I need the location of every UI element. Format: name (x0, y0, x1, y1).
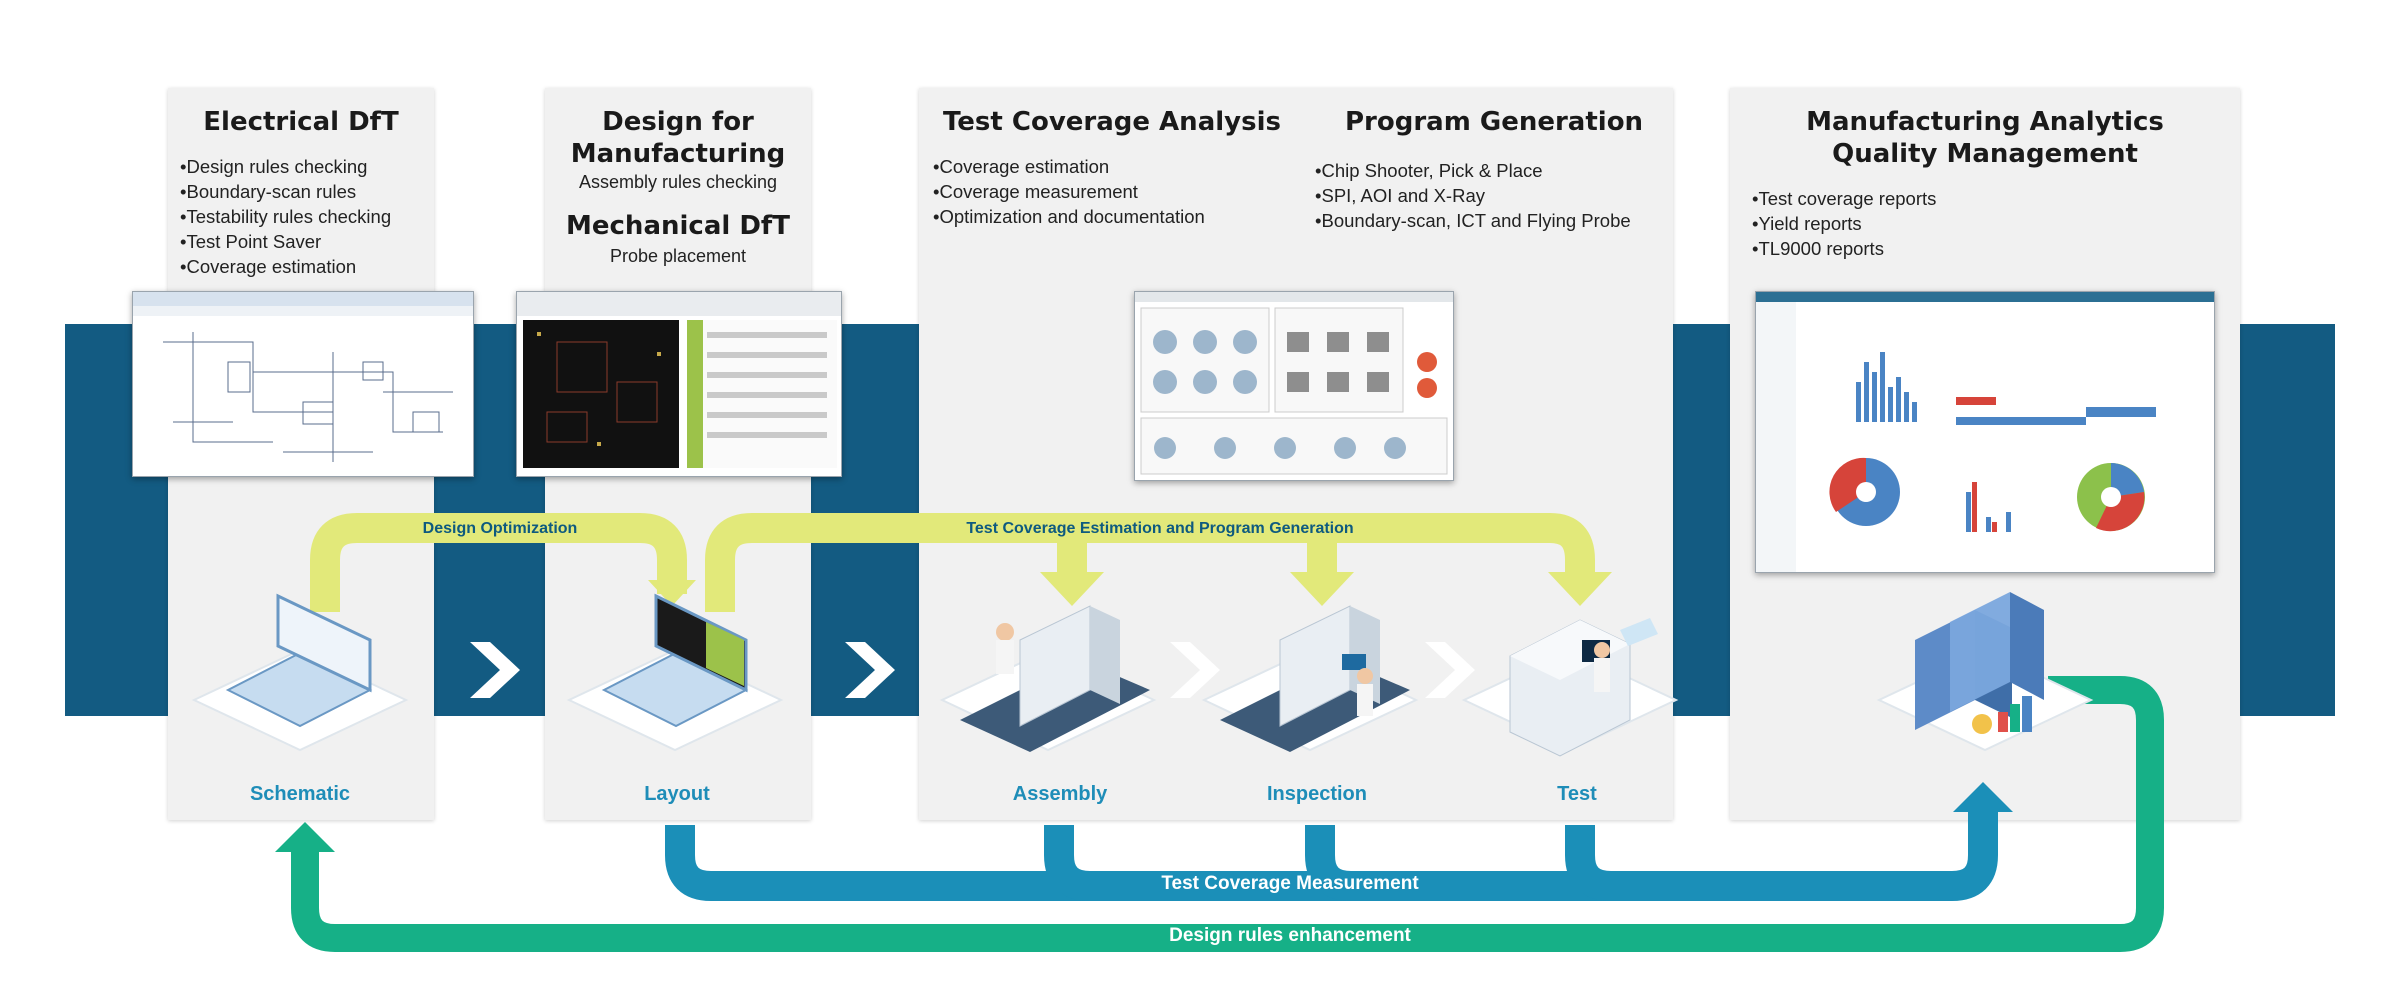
program-generation-screenshot (1134, 291, 1454, 481)
panel-title-secondary: Mechanical DfT (566, 211, 790, 241)
assembly-machine-icon (960, 605, 1150, 752)
bullet-item: Test Point Saver (180, 229, 391, 254)
stage-label-layout: Layout (644, 783, 710, 805)
panel-subtitle: Assembly rules checking (578, 172, 778, 192)
bullet-item: Boundary-scan rules (180, 179, 391, 204)
flow-label-coverage-estimation: Test Coverage Estimation and Program Gen… (966, 520, 1354, 537)
bullet-item: Coverage estimation (933, 154, 1205, 179)
bullet-item: Coverage estimation (180, 254, 391, 279)
stage-label-test: Test (1557, 783, 1597, 805)
arrowhead-up-icon (1953, 782, 2013, 812)
flow-label-coverage-measurement: Test Coverage Measurement (1161, 873, 1419, 894)
panel-title-program: Program Generation (1345, 107, 1644, 137)
bullet-list: Design rules checking Boundary-scan rule… (180, 154, 391, 279)
flow-label-rules-enhancement: Design rules enhancement (1169, 925, 1411, 946)
server-analytics-icon (1915, 592, 2044, 734)
arrowhead-down-icon (1040, 572, 1104, 606)
panel-title: Manufacturing Analytics Quality Manageme… (1806, 107, 2164, 169)
chevron-right-icon (1425, 642, 1475, 698)
panel-title: Electrical DfT (203, 107, 399, 137)
panel-title-coverage: Test Coverage Analysis (943, 107, 1281, 137)
bullet-item: TL9000 reports (1752, 236, 1936, 261)
bullet-item: Design rules checking (180, 154, 391, 179)
laptop-layout-icon (601, 593, 749, 728)
arrowhead-up-icon (275, 822, 335, 852)
analytics-dashboard-screenshot (1755, 291, 2215, 573)
bullet-list-program: Chip Shooter, Pick & Place SPI, AOI and … (1315, 158, 1631, 233)
inspection-machine-icon (1220, 605, 1410, 752)
chevron-right-icon (470, 642, 520, 698)
panel-title: Design for Manufacturing (570, 107, 786, 169)
schematic-screenshot (132, 291, 474, 477)
stage-label-schematic: Schematic (249, 783, 351, 805)
panel-subtitle-secondary: Probe placement (609, 246, 747, 266)
bullet-item: Chip Shooter, Pick & Place (1315, 158, 1631, 183)
stage-label-inspection: Inspection (1266, 783, 1367, 805)
bullet-item: Test coverage reports (1752, 186, 1936, 211)
test-machine-icon (1509, 618, 1658, 757)
arrowhead-down-icon (1548, 572, 1612, 606)
bullet-item: Coverage measurement (933, 179, 1205, 204)
bullet-item: SPI, AOI and X-Ray (1315, 183, 1631, 208)
laptop-schematic-icon (225, 593, 373, 728)
bullet-item: Optimization and documentation (933, 204, 1204, 229)
bullet-list-coverage: Coverage estimation Coverage measurement… (933, 154, 1205, 229)
bullet-list: Test coverage reports Yield reports TL90… (1752, 186, 1936, 261)
stage-label-assembly: Assembly (1012, 783, 1108, 805)
chevron-right-icon (1170, 642, 1220, 698)
layout-screenshot (516, 291, 842, 477)
arrowhead-down-icon (648, 580, 696, 606)
arrowhead-down-icon (1290, 572, 1354, 606)
bullet-item: Testability rules checking (180, 204, 391, 229)
flow-label-design-optimization: Design Optimization (422, 520, 578, 537)
chevron-right-icon (845, 642, 895, 698)
bullet-item: Yield reports (1752, 211, 1936, 236)
bullet-item: Boundary-scan, ICT and Flying Probe (1315, 208, 1630, 233)
